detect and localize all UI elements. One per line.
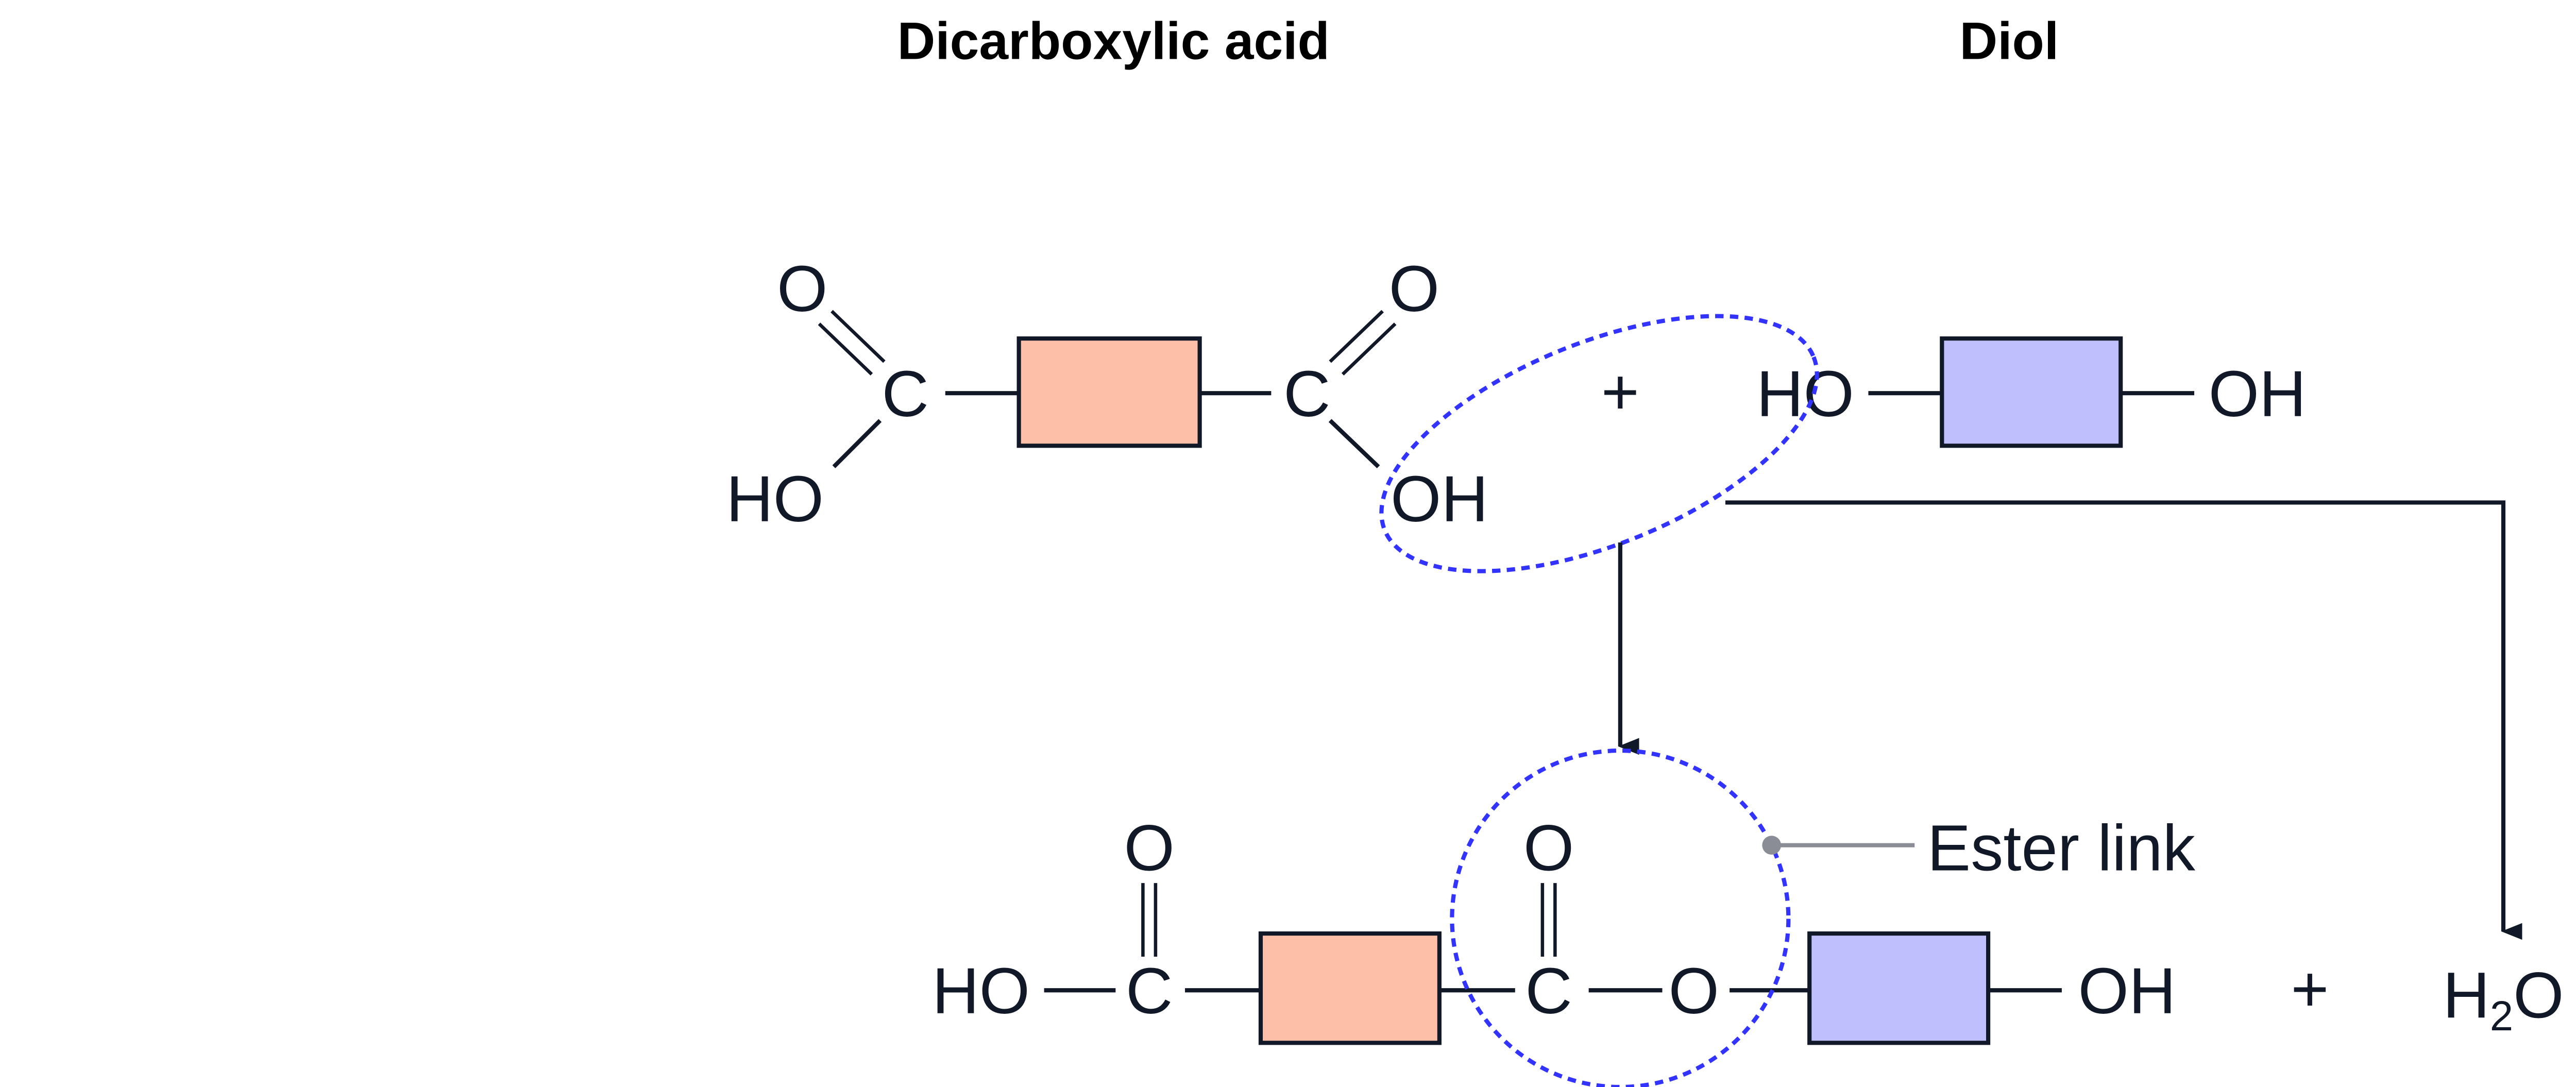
ester-link-highlight xyxy=(1450,749,1791,1087)
atom-o: O xyxy=(1523,811,1574,885)
atom-c: C xyxy=(1126,954,1173,1027)
atom-oh: OH xyxy=(2209,357,2307,430)
diol-block xyxy=(1807,931,1991,1045)
atom-c: C xyxy=(882,357,929,430)
acid-block xyxy=(1258,931,1442,1045)
atom-ho: HO xyxy=(1756,357,1854,430)
reacting-groups-highlight xyxy=(1379,314,1819,573)
atom-o: O xyxy=(1389,252,1439,325)
plus-sign: + xyxy=(2291,952,2329,1025)
acid-block xyxy=(1016,336,1202,448)
atom-o: O xyxy=(1124,811,1174,885)
diol: HO OH xyxy=(1756,336,2307,448)
atom-oh: OH xyxy=(2078,954,2176,1027)
ester-link-label: Ester link xyxy=(1927,811,2196,885)
atom-ho: HO xyxy=(726,462,824,535)
water: H2O xyxy=(2443,958,2564,1039)
atom-c: C xyxy=(1283,357,1330,430)
atom-o: O xyxy=(1669,954,1719,1027)
diol-title: Diol xyxy=(1960,11,2059,70)
atom-o: O xyxy=(777,252,827,325)
arrow-to-water xyxy=(1725,500,2522,940)
ester-product: HO C O C O O OH xyxy=(932,811,2176,1045)
atom-oh: OH xyxy=(1391,462,1488,535)
atom-ho: HO xyxy=(932,954,1030,1027)
dicarboxylic-acid-title: Dicarboxylic acid xyxy=(897,11,1330,70)
plus-sign: + xyxy=(1601,355,1639,428)
atom-c: C xyxy=(1525,954,1572,1027)
dicarboxylic-acid: O C HO C O OH xyxy=(726,252,1488,535)
diol-block xyxy=(1940,336,2123,448)
